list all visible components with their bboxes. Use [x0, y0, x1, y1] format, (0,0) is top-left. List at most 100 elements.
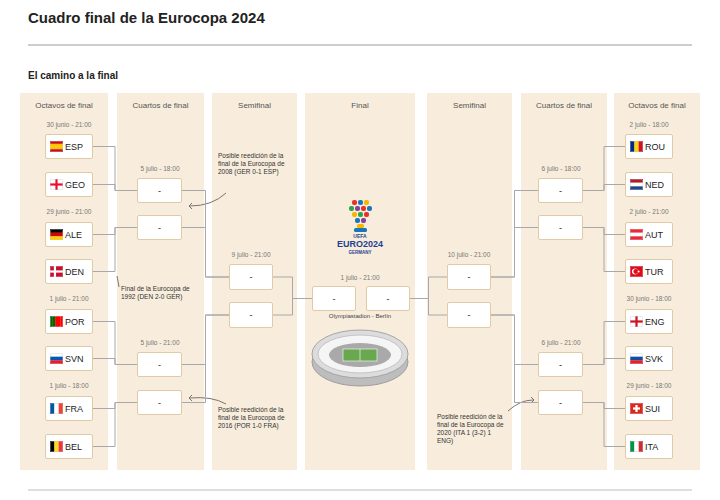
bracket-line [491, 191, 538, 278]
bottom-rule [28, 490, 692, 491]
round-heading: Semifinal [427, 93, 512, 110]
match-time: 5 julio - 21:00 [120, 339, 200, 347]
match-slot: - [538, 390, 583, 415]
team-box: AUT [625, 222, 673, 247]
title-text: Cuadro final de la Eurocopa 2024 [28, 9, 265, 26]
band-ground [521, 93, 607, 470]
match-slot: - [447, 264, 491, 290]
bracket-line [93, 403, 137, 447]
round-heading: Octavos de final [20, 93, 108, 110]
match-time-text: 10 julio - 21:00 [448, 251, 491, 258]
match-slot: - [447, 302, 491, 328]
match-time: 30 junio - 21:00 [29, 121, 109, 129]
flag-icon [50, 266, 63, 277]
slot-text: - [387, 294, 390, 304]
match-time: 1 julio - 21:00 [29, 295, 109, 303]
note: Posible reedición de la final de la Euro… [218, 152, 294, 176]
flag-icon [630, 141, 643, 152]
leader-line [190, 398, 226, 404]
subtitle: El camino a la final [28, 70, 248, 83]
match-time-text: 5 julio - 21:00 [140, 339, 179, 346]
bracket-line [583, 147, 625, 191]
title: Cuadro final de la Eurocopa 2024 [28, 9, 528, 26]
match-time: 9 julio - 21:00 [211, 251, 291, 259]
match-time-text: 30 junio - 21:00 [47, 121, 92, 128]
subtitle-text: El camino a la final [28, 70, 118, 81]
team-code: ENG [645, 317, 665, 327]
bracket-line [93, 185, 137, 191]
note-text: Posible reedición de la final de la Euro… [218, 406, 285, 429]
band-ground [20, 93, 108, 470]
match-time: 5 julio - 18:00 [120, 165, 200, 173]
match-slot: - [538, 178, 583, 203]
round-column: Cuartos de final---- [521, 93, 607, 470]
leader-lines [117, 193, 534, 411]
flag-icon [50, 179, 63, 190]
flag-icon [50, 403, 63, 414]
bracket-line [182, 191, 229, 278]
team-box: SVK [625, 346, 673, 371]
slot-text: - [158, 223, 161, 233]
match-time: 2 julio - 21:00 [609, 208, 689, 216]
match-time: 29 junio - 21:00 [29, 208, 109, 216]
match-time: 30 junio - 18:00 [609, 295, 689, 303]
match-slot: - [137, 215, 182, 240]
round-heading: Cuartos de final [117, 93, 204, 110]
bracket-line [410, 277, 447, 299]
leader-arrowhead [189, 395, 192, 401]
note: Posible reedición de la final de la Euro… [437, 413, 509, 446]
band-ground [212, 93, 297, 470]
match-time: 6 julio - 18:00 [521, 165, 601, 173]
slot-text: - [158, 398, 161, 408]
band-ground [427, 93, 512, 470]
match-slot: - [538, 215, 583, 240]
team-code: NED [645, 180, 664, 190]
team-box: ITA [625, 434, 673, 459]
flag-icon [630, 266, 643, 277]
match-time: 6 julio - 21:00 [521, 339, 601, 347]
slot-text: - [559, 223, 562, 233]
team-code: ROU [645, 142, 665, 152]
team-box: ESP [45, 134, 93, 159]
band-ground [117, 93, 204, 470]
team-box: DEN [45, 259, 93, 284]
bracket-line [410, 299, 447, 316]
round-column: Cuartos de final - - - - [117, 93, 204, 470]
slot-text: - [559, 398, 562, 408]
match-time-text: 5 julio - 18:00 [140, 165, 179, 172]
flag-icon [50, 441, 63, 452]
bracket-line [583, 228, 625, 272]
bracket-line [93, 147, 137, 191]
match-time-text: 29 junio - 21:00 [47, 208, 92, 215]
match-slot: - [137, 352, 182, 377]
flag-icon [630, 179, 643, 190]
slot-text: - [468, 272, 471, 282]
bracket-line [583, 322, 625, 365]
logo-text-text: GERMANY [348, 250, 371, 255]
round-heading: Semifinal [212, 93, 297, 110]
note-text: Posible reedición de la final de la Euro… [218, 152, 285, 175]
bracket-line [583, 359, 625, 365]
slot-text: - [468, 310, 471, 320]
team-code: GEO [65, 180, 85, 190]
match-time: 1 julio - 21:00 [320, 274, 400, 282]
flag-icon [630, 403, 643, 414]
note: Final de la Eurocopa de 1992 (DEN 2-0 GE… [121, 285, 203, 301]
match-slot: - [229, 302, 273, 328]
team-code: POR [65, 317, 85, 327]
slot-text: - [158, 186, 161, 196]
note: Posible reedición de la final de la Euro… [218, 406, 294, 430]
leader-line [508, 400, 533, 411]
flag-icon [630, 229, 643, 240]
match-time: 10 julio - 21:00 [429, 251, 509, 259]
slot-text: - [559, 360, 562, 370]
team-code: SVK [645, 354, 663, 364]
note-text: Posible reedición de la final de la Euro… [437, 413, 504, 444]
logo-text-text: UEFA [353, 233, 366, 239]
bracket-line [93, 359, 137, 365]
leader-line [190, 193, 226, 206]
match-time-text: 1 julio - 18:00 [49, 382, 88, 389]
team-box: ROU [625, 134, 673, 159]
flag-icon [50, 141, 63, 152]
leader-line [117, 276, 119, 287]
